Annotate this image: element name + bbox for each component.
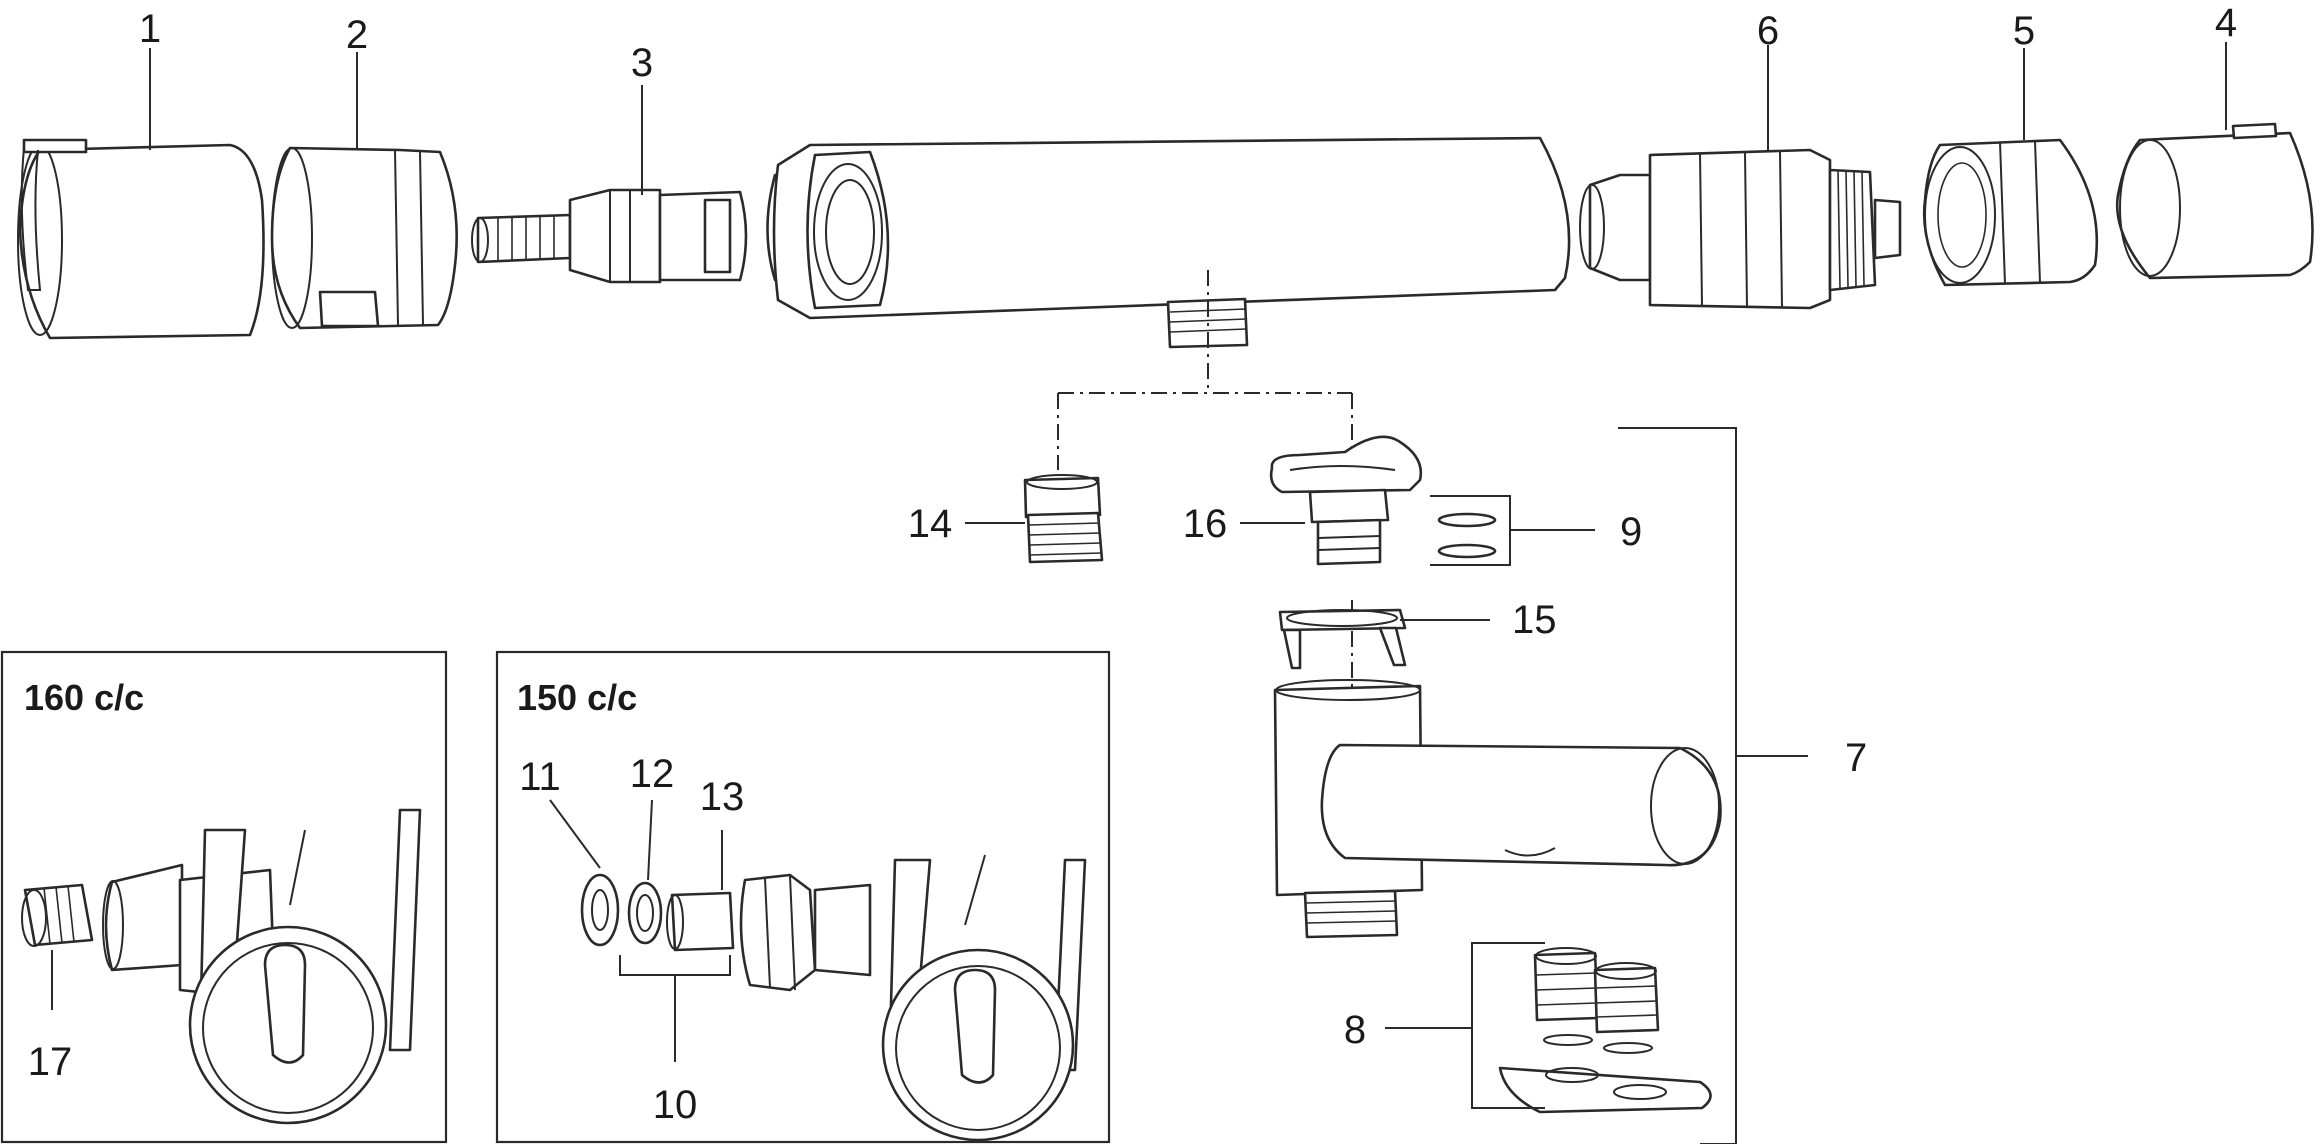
inset-150-cc	[495, 650, 1111, 1144]
label-part-17: 17	[28, 1040, 73, 1084]
label-part-9: 9	[1620, 510, 1642, 554]
label-part-7: 7	[1845, 736, 1867, 780]
thermostatic-body	[766, 136, 1571, 349]
part-labels: 1 2 3 4 5 6 7 8 9 10 11 12 13 14 15 16 1…	[28, 1, 2237, 1127]
inset-160-cc	[0, 650, 448, 1144]
label-part-11: 11	[519, 755, 561, 799]
label-part-1: 1	[139, 7, 161, 51]
part-3-spindle	[471, 188, 748, 284]
part-16-diverter	[1269, 435, 1423, 566]
label-part-6: 6	[1757, 9, 1779, 53]
label-part-12: 12	[630, 752, 675, 796]
label-part-15: 15	[1512, 598, 1557, 642]
label-part-13: 13	[700, 775, 745, 819]
label-part-14: 14	[908, 502, 953, 546]
part-15-clip	[1278, 608, 1407, 670]
part-7-spout	[1273, 679, 1722, 939]
label-part-16: 16	[1183, 502, 1228, 546]
part-9-o-rings	[1437, 512, 1497, 559]
label-part-4: 4	[2215, 1, 2237, 45]
part-6-cartridge	[1579, 148, 1902, 310]
part-5-nut	[1922, 138, 2099, 287]
part-2-sleeve	[270, 146, 458, 330]
part-1-cap	[17, 138, 265, 340]
part-8-aerator-kit	[1498, 947, 1712, 1114]
label-part-5: 5	[2013, 9, 2035, 53]
part-4-cap	[2115, 122, 2314, 280]
part-14-adapter	[1023, 474, 1104, 564]
inset-title-160: 160 c/c	[24, 677, 144, 718]
leader-lines	[149, 42, 2227, 1144]
label-part-8: 8	[1344, 1008, 1366, 1052]
label-part-10: 10	[653, 1083, 698, 1127]
inset-title-150: 150 c/c	[517, 677, 637, 718]
label-part-3: 3	[631, 41, 653, 85]
label-part-2: 2	[346, 13, 368, 57]
